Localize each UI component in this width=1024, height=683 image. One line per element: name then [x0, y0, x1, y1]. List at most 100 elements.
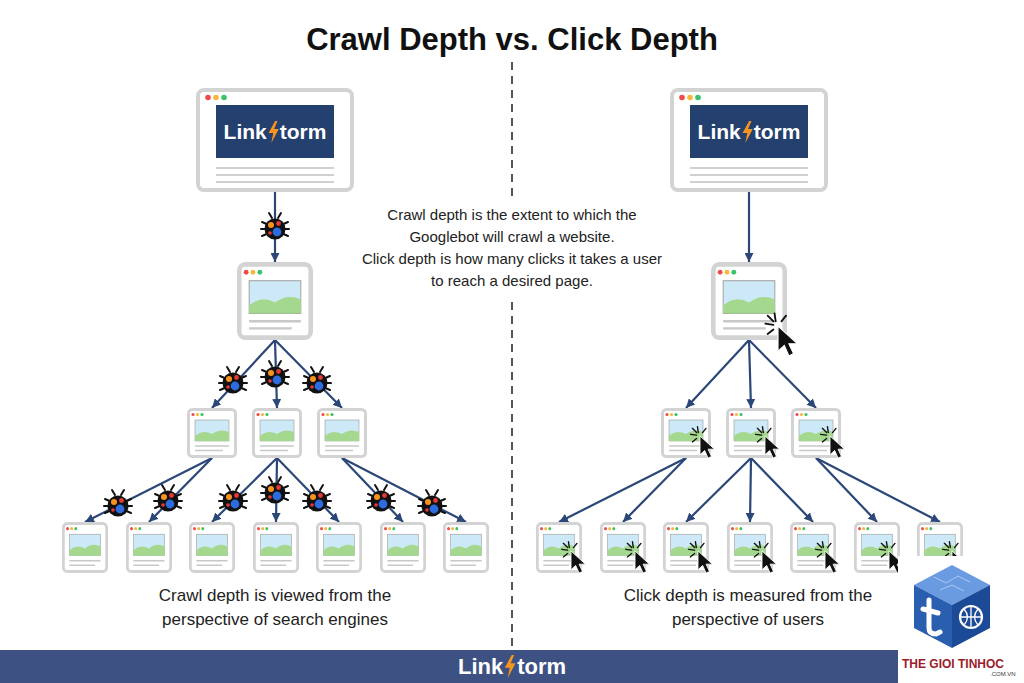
logo-bolt-shape — [505, 655, 516, 678]
page-frame — [189, 410, 236, 457]
page-icon — [380, 522, 426, 573]
connector-arrow — [274, 192, 276, 262]
page-node — [237, 262, 313, 340]
page-text-line — [249, 321, 301, 328]
page-node — [661, 408, 711, 458]
page-icon — [790, 522, 836, 573]
page-picture — [669, 420, 703, 441]
logo-text: Link — [698, 121, 741, 142]
logo-bolt — [742, 121, 753, 143]
page-hills — [249, 297, 301, 314]
window-dot — [862, 527, 865, 530]
connector-arrow — [275, 340, 277, 408]
window-dot — [66, 527, 69, 530]
connector-arrow — [623, 458, 686, 522]
window-dot — [544, 527, 547, 530]
browser-frame — [198, 90, 352, 190]
window-dot — [251, 270, 256, 275]
page-icon — [727, 522, 773, 573]
page-picture — [799, 420, 833, 441]
window-dot — [866, 527, 869, 530]
page-node — [187, 408, 237, 458]
connector-arrow — [275, 340, 342, 408]
page-node — [600, 522, 646, 573]
page-text-line — [450, 561, 481, 566]
page-frame — [444, 524, 487, 572]
page-hills — [669, 430, 703, 441]
window-dot — [735, 527, 738, 530]
definition-note: Click depth is how many clicks it takes … — [357, 248, 667, 292]
connector-arrow — [816, 458, 940, 522]
page-text-line — [133, 561, 164, 566]
logo-bolt-shape — [742, 121, 752, 143]
window-dot — [718, 270, 723, 275]
page-node — [790, 522, 836, 573]
page-icon — [536, 522, 582, 573]
page-picture — [924, 534, 955, 555]
window-dot — [608, 527, 611, 530]
page-text-line — [195, 446, 229, 451]
page-hills — [734, 545, 765, 556]
window-dot — [392, 527, 395, 530]
window-dot — [256, 413, 259, 416]
page-hills — [543, 545, 574, 556]
page-text-line — [799, 446, 833, 451]
page-picture — [797, 534, 828, 555]
browser-text-line — [216, 168, 334, 182]
logo-bolt-shape — [268, 121, 278, 143]
window-dot — [130, 527, 133, 530]
page-text-line — [387, 561, 418, 566]
window-dot — [730, 413, 733, 416]
watermark-logo — [898, 556, 1024, 683]
page-hills — [69, 545, 100, 556]
window-dot — [447, 527, 450, 530]
page-picture — [260, 420, 294, 441]
window-dot — [221, 95, 227, 101]
page-text-line — [69, 561, 100, 566]
page-text-line — [260, 446, 294, 451]
connector-arrow — [749, 340, 751, 408]
mouse-cursor — [689, 542, 713, 573]
page-picture — [607, 534, 638, 555]
page-node — [316, 522, 362, 573]
page-frame — [254, 524, 297, 572]
window-dot — [330, 413, 333, 416]
page-hills — [260, 430, 294, 441]
window-dot — [670, 413, 673, 416]
window-dot — [667, 527, 670, 530]
window-dot — [858, 527, 861, 530]
window-dot — [321, 413, 324, 416]
window-dot — [191, 413, 194, 416]
page-picture — [450, 534, 481, 555]
page-frame — [663, 410, 710, 457]
page-hills — [799, 430, 833, 441]
page-picture — [195, 420, 229, 441]
page-picture — [69, 534, 100, 555]
page-text-line — [260, 561, 291, 566]
crawler-bug — [104, 490, 132, 517]
connector-arrow — [748, 192, 750, 262]
window-dot — [134, 527, 137, 530]
window-dot — [328, 527, 331, 530]
crawler-bug — [261, 361, 289, 388]
mouse-cursor — [691, 427, 715, 458]
window-dot — [451, 527, 454, 530]
page-icon — [661, 408, 711, 458]
page-frame — [728, 410, 775, 457]
page-node — [917, 522, 963, 573]
window-dot — [925, 527, 928, 530]
window-dot — [244, 270, 249, 275]
definition-note: Crawl depth is the extent to which the G… — [357, 204, 667, 248]
page-text-line — [734, 446, 768, 451]
window-dot — [800, 413, 803, 416]
window-dot — [261, 413, 264, 416]
window-dot — [794, 527, 797, 530]
window-dot — [213, 95, 219, 101]
page-icon — [600, 522, 646, 573]
page-icon — [663, 522, 709, 573]
page-frame — [791, 524, 834, 572]
browser-window-node: Linktorm — [670, 88, 828, 192]
page-icon — [126, 522, 172, 573]
